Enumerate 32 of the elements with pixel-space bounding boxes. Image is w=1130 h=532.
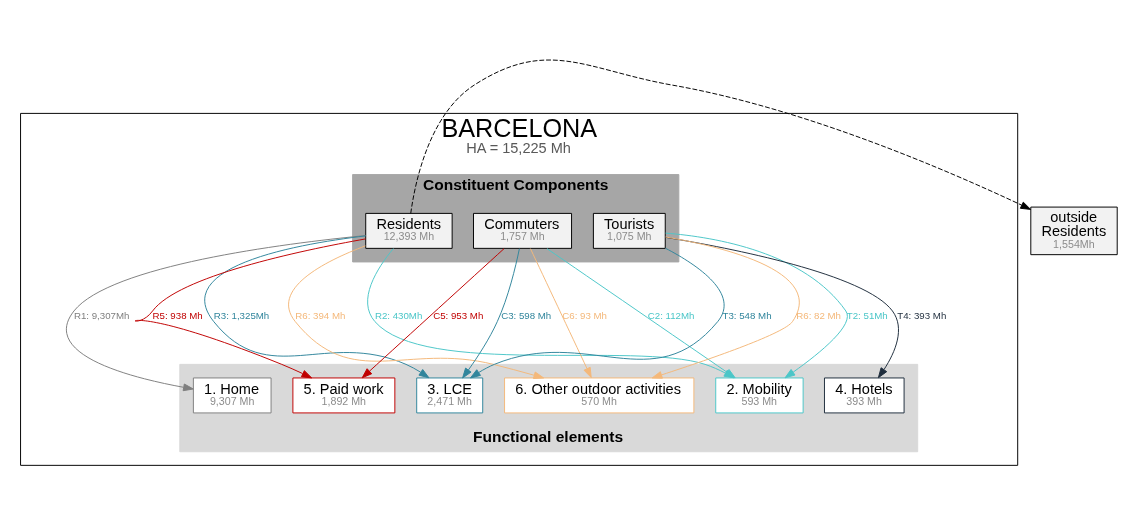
edge-label: T3: 548 Mh [722,309,772,321]
node-box: outside Residents 1,554Mh [1030,206,1118,255]
edge-label: T2: 51Mh [846,309,888,321]
node-box: 2. Mobility 593 Mh [715,377,804,413]
arrow [204,234,430,378]
arrow [529,247,592,378]
edge-label: R1: 9,307Mh [73,309,130,321]
node-box: 1. Home 9,307 Mh [192,377,272,413]
arrow [288,244,545,379]
edge-label: R2: 430Mh [374,309,423,321]
node-box: 5. Paid work 1,892 Mh [292,377,396,413]
edge-label: C2: 112Mh [647,309,695,321]
arrow [470,247,725,378]
node-box: Commuters 1,757 Mh [473,212,573,249]
edge-label: T4: 393 Mh [897,309,947,321]
edge-label: R5: 938 Mh [152,309,203,321]
arrow [410,59,1032,214]
arrow [134,237,367,378]
arrow [361,247,505,378]
node-box: 4. Hotels 393 Mh [824,377,905,413]
edge-label: C5: 953 Mh [433,309,484,321]
node-box: 3. LCE 2,471 Mh [416,377,484,413]
arrow [462,247,520,378]
edge-label: R6: 82 Mh [796,309,842,321]
arrow [65,234,366,391]
edge-label: C6: 93 Mh [562,309,608,321]
node-box: Tourists 1,075 Mh [592,212,666,249]
edge-label: C3: 598 Mh [501,309,552,321]
node-box: Residents 12,393 Mh [365,212,453,249]
edge-label: R3: 1,325Mh [213,309,270,321]
node-box: 6. Other outdoor activities 570 Mh [504,377,695,413]
edge-label: R6: 394 Mh [295,309,346,321]
